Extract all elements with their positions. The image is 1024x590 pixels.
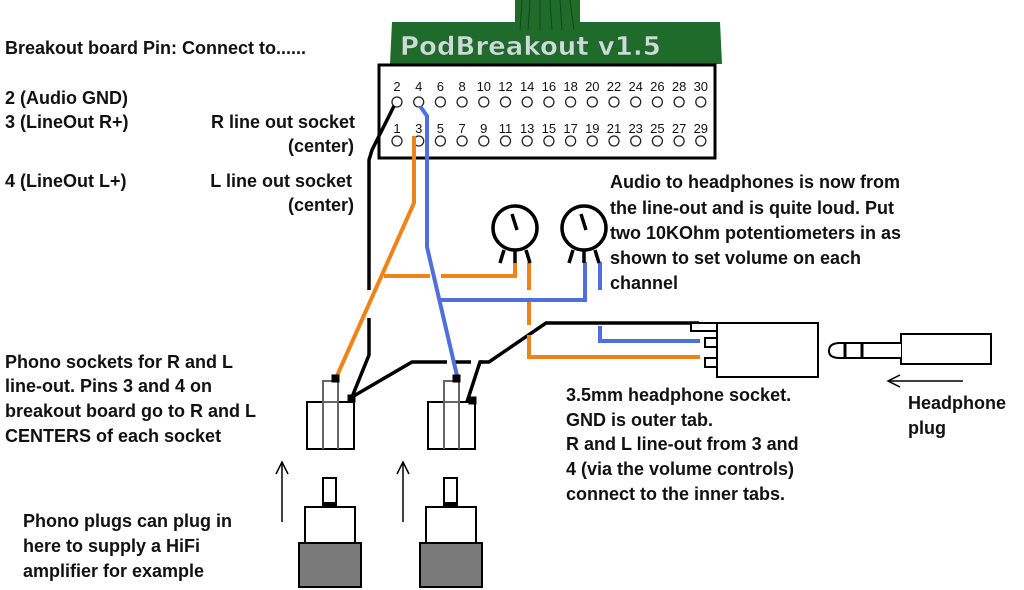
pin-hole-18 (564, 96, 577, 108)
pin-hole-19 (586, 135, 598, 147)
phono-plug-right (298, 477, 362, 588)
pin-number: 28 (672, 79, 686, 94)
pin-number: 4 (415, 79, 422, 94)
pin-hole-26 (651, 96, 664, 108)
pin-number: 20 (585, 79, 599, 94)
breakout-board-pcb: PodBreakout v1.5 (390, 0, 722, 64)
pin-number: 16 (542, 79, 556, 94)
legend-connect-3-line2: (center) (287, 136, 354, 156)
pin-hole-17 (564, 135, 577, 147)
gnd-wires (350, 105, 699, 406)
pin-hole-15 (543, 135, 555, 147)
pin-number: 14 (520, 79, 534, 94)
potentiometer-left (560, 204, 608, 264)
legend-pin-3: 3 (LineOut R+) (5, 112, 129, 132)
pin-number: 10 (477, 79, 491, 94)
pin-number: 3 (415, 121, 422, 136)
pin-hole-22 (608, 96, 620, 108)
pin-hole-6 (434, 96, 447, 108)
legend-connect-4-line1: L line out socket (210, 171, 352, 191)
potentiometer-right (491, 204, 539, 264)
pin-hole-14 (521, 96, 533, 108)
pin-hole-9 (478, 135, 490, 147)
arrow-up-icon (275, 460, 289, 522)
pin-number: 11 (499, 121, 513, 136)
pin-hole-13 (521, 135, 533, 147)
board-title: PodBreakout v1.5 (400, 32, 661, 62)
arrow-left-icon (886, 374, 963, 388)
legend-connect-3-line1: R line out socket (210, 112, 355, 132)
pin-number: 15 (542, 121, 556, 136)
pin-hole-28 (673, 96, 685, 108)
pin-number: 30 (694, 79, 708, 94)
pin-number: 27 (672, 121, 686, 136)
legend-pin-4: 4 (LineOut L+) (5, 171, 127, 191)
pin-number: 18 (563, 79, 577, 94)
pin-hole-11 (499, 135, 512, 147)
left-channel-wires (418, 104, 700, 381)
pin-number: 25 (650, 121, 664, 136)
pin-number: 26 (650, 79, 664, 94)
headphone-plug (827, 333, 992, 365)
pin-number: 29 (694, 121, 708, 136)
pin-hole-24 (630, 96, 642, 108)
pin-hole-23 (630, 135, 642, 147)
pin-number: 13 (520, 121, 534, 136)
headphone-socket (690, 322, 819, 378)
pin-number: 8 (458, 79, 465, 94)
pin-hole-16 (543, 96, 555, 108)
pin-hole-20 (586, 96, 598, 108)
pin-hole-7 (456, 135, 468, 147)
pin-hole-21 (608, 135, 620, 147)
pin-number: 12 (498, 79, 512, 94)
pin-hole-5 (434, 135, 447, 147)
phono-socket-left (427, 374, 477, 450)
phono-socket-right (306, 374, 356, 450)
pin-number: 21 (607, 121, 621, 136)
pin-hole-30 (695, 96, 707, 108)
pin-number: 6 (437, 79, 444, 94)
pin-number: 7 (458, 121, 465, 136)
pin-number: 24 (628, 79, 642, 94)
pin-hole-4 (413, 96, 425, 108)
pin-number: 22 (607, 79, 621, 94)
pin-hole-10 (478, 96, 490, 108)
pin-number: 23 (628, 121, 642, 136)
phono-plug-left (419, 477, 483, 588)
pin-hole-1 (391, 135, 403, 147)
pin-number: 19 (585, 121, 599, 136)
pin-number: 1 (393, 121, 400, 136)
pin-hole-8 (456, 96, 468, 108)
pin-number: 9 (480, 121, 487, 136)
pin-number: 2 (393, 79, 400, 94)
pin-number: 17 (563, 121, 577, 136)
pin-hole-2 (391, 96, 403, 108)
arrow-up-icon (396, 460, 410, 522)
legend-header: Breakout board Pin: Connect to...... (5, 38, 307, 58)
pin-hole-12 (499, 96, 512, 108)
pin-hole-27 (673, 135, 685, 147)
legend-pin-2: 2 (Audio GND) (5, 88, 128, 108)
pin-hole-25 (651, 135, 664, 147)
right-channel-wires (334, 136, 700, 379)
pin-hole-29 (695, 135, 707, 147)
legend-connect-4-line2: (center) (287, 195, 354, 215)
pin-number: 5 (437, 121, 444, 136)
